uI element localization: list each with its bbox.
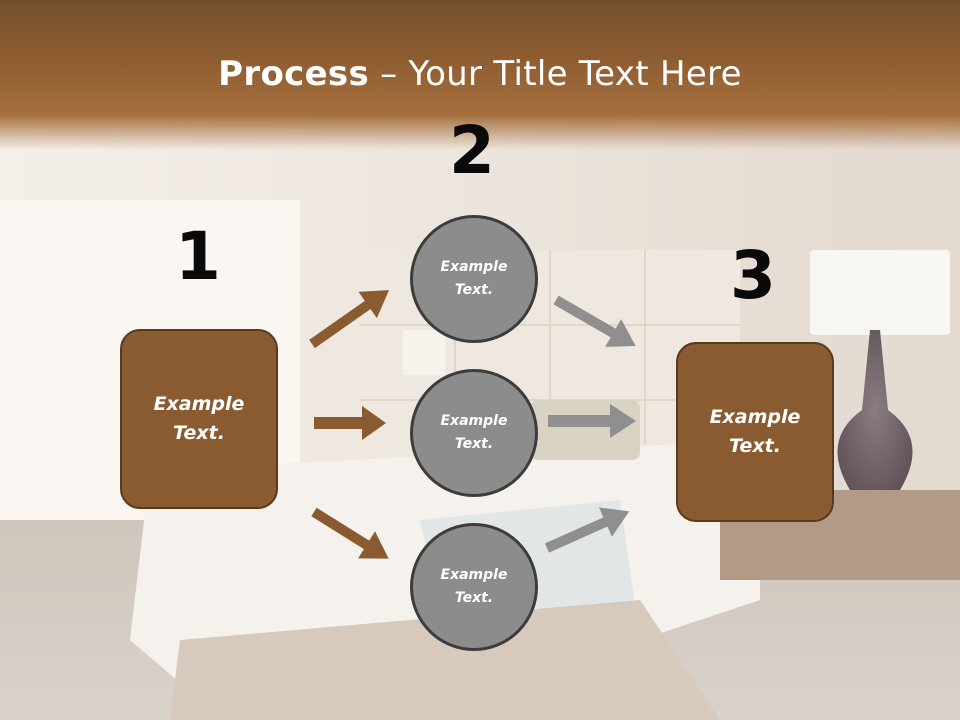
process-circle-bottom: Example Text. (410, 523, 538, 651)
circle-bottom-line1: Example (440, 567, 508, 583)
title-banner (0, 0, 960, 150)
circle-top-line2: Text. (454, 282, 494, 298)
arrow-left-to-middle (314, 406, 386, 440)
step-number-2: 2 (449, 112, 495, 189)
title-rest: – Your Title Text Here (369, 54, 742, 94)
right-box-line1: Example (709, 406, 801, 428)
step-number-1: 1 (175, 218, 221, 295)
right-box-line2: Text. (729, 435, 781, 457)
circle-bottom-line2: Text. (454, 590, 494, 606)
arrow-top-to-right (553, 295, 636, 347)
title-bold: Process (218, 54, 370, 94)
left-process-box: Example Text. (120, 329, 278, 509)
arrow-middle-to-right (548, 404, 636, 438)
right-process-box: Example Text. (676, 342, 834, 522)
circle-top-line1: Example (440, 259, 508, 275)
arrow-bottom-to-right (544, 507, 630, 553)
process-circle-middle: Example Text. (410, 369, 538, 497)
circle-middle-line2: Text. (454, 436, 494, 452)
step-number-3: 3 (730, 237, 776, 314)
circle-middle-line1: Example (440, 413, 508, 429)
slide-title: Process – Your Title Text Here (0, 54, 960, 94)
process-circle-top: Example Text. (410, 215, 538, 343)
arrow-left-to-bottom (311, 507, 389, 559)
left-box-line1: Example (153, 393, 245, 415)
left-box-line2: Text. (173, 422, 225, 444)
arrow-left-to-top (309, 290, 390, 349)
